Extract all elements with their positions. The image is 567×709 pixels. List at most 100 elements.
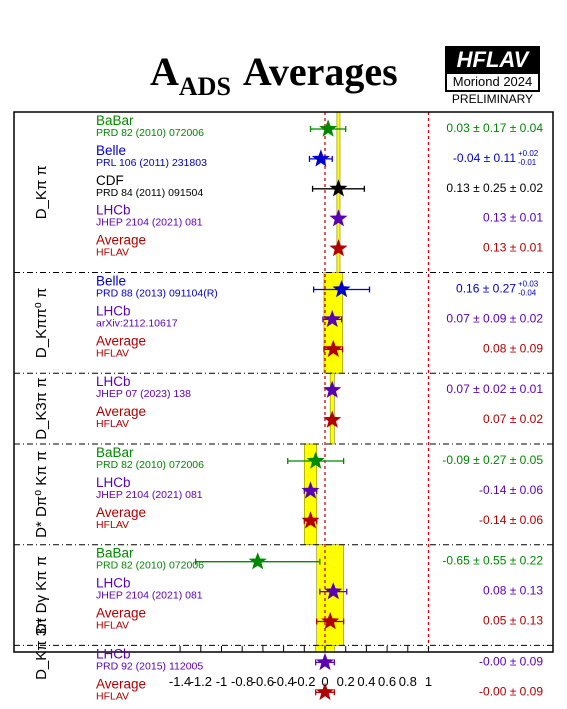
reference-label: HFLAV bbox=[96, 620, 129, 632]
x-tick-label: -0.6 bbox=[252, 674, 274, 689]
data-point-star bbox=[311, 149, 330, 167]
experiment-label: LHCb bbox=[96, 303, 131, 318]
group-label: D_K3π π bbox=[33, 377, 50, 439]
reference-label: PRD 84 (2011) 091504 bbox=[96, 187, 203, 199]
result-sub-error: -0.04 bbox=[518, 289, 537, 298]
data-point-star bbox=[332, 280, 351, 298]
result-sub-error: -0.01 bbox=[518, 158, 537, 167]
data-point-star bbox=[301, 511, 320, 529]
experiment-label: LHCb bbox=[96, 475, 131, 490]
result-value: -0.00 ± 0.09 bbox=[479, 654, 543, 668]
result-value: 0.07 ± 0.02 bbox=[483, 412, 543, 426]
group-label: D_Kπ 3π bbox=[33, 618, 50, 680]
experiment-label: Belle bbox=[96, 274, 126, 289]
experiment-label: Average bbox=[96, 676, 146, 691]
hflav-logo: HFLAV Moriond 2024 PRELIMINARY bbox=[445, 46, 540, 106]
reference-label: JHEP 2104 (2021) 081 bbox=[96, 217, 203, 229]
x-tick-label: -0.2 bbox=[293, 674, 315, 689]
experiment-label: LHCb bbox=[96, 203, 131, 218]
result-value: 0.13 ± 0.01 bbox=[483, 241, 543, 255]
data-point-star bbox=[306, 451, 325, 469]
result-value: 0.13 ± 0.25 ± 0.02 bbox=[446, 181, 543, 195]
experiment-label: Belle bbox=[96, 143, 126, 158]
title-main: A bbox=[150, 49, 179, 94]
result-value: -0.09 ± 0.27 ± 0.05 bbox=[442, 453, 543, 467]
reference-label: HFLAV bbox=[96, 519, 129, 531]
data-point-star bbox=[324, 339, 343, 357]
experiment-label: BaBar bbox=[96, 113, 134, 128]
x-tick-label: -1.2 bbox=[190, 674, 212, 689]
chart-title: AADS Averages bbox=[150, 48, 398, 102]
x-tick-label: 0.6 bbox=[378, 674, 396, 689]
experiment-label: CDF bbox=[96, 173, 124, 188]
result-sup-error: +0.02 bbox=[518, 149, 539, 158]
experiment-label: Average bbox=[96, 233, 146, 248]
experiment-label: LHCb bbox=[96, 646, 131, 661]
average-band bbox=[329, 372, 335, 445]
experiment-label: Average bbox=[96, 505, 146, 520]
logo-status: PRELIMINARY bbox=[451, 92, 534, 106]
x-tick-label: -1 bbox=[216, 674, 228, 689]
result-value: -0.14 ± 0.06 bbox=[479, 483, 543, 497]
reference-label: PRD 82 (2010) 072006 bbox=[96, 459, 204, 471]
experiment-label: LHCb bbox=[96, 576, 131, 591]
result-value: 0.07 ± 0.09 ± 0.02 bbox=[446, 311, 543, 325]
title-subscript: ADS bbox=[178, 72, 231, 101]
reference-label: JHEP 2104 (2021) 081 bbox=[96, 590, 203, 602]
group-label: D_Kπ π bbox=[33, 165, 50, 219]
title-rest: Averages bbox=[242, 49, 398, 94]
experiment-label: Average bbox=[96, 606, 146, 621]
x-tick-label: 0.2 bbox=[337, 674, 355, 689]
reference-label: HFLAV bbox=[96, 690, 129, 702]
reference-label: JHEP 2104 (2021) 081 bbox=[96, 489, 203, 501]
experiment-label: Average bbox=[96, 404, 146, 419]
x-tick-label: -1.4 bbox=[169, 674, 191, 689]
result-value: 0.05 ± 0.13 bbox=[483, 614, 543, 628]
reference-label: arXiv:2112.10617 bbox=[96, 317, 178, 329]
data-point-star bbox=[316, 682, 334, 700]
result-value: 0.13 ± 0.01 bbox=[483, 211, 543, 225]
data-point-star bbox=[329, 179, 348, 197]
group-label: D* Dγ Kπ π bbox=[33, 556, 50, 634]
data-point-star bbox=[323, 309, 342, 328]
reference-label: HFLAV bbox=[96, 418, 129, 430]
reference-label: PRD 88 (2013) 091104(R) bbox=[96, 288, 218, 300]
result-value: -0.65 ± 0.55 ± 0.22 bbox=[442, 554, 543, 568]
data-point-star bbox=[319, 119, 338, 137]
data-point-star bbox=[321, 612, 340, 630]
reference-label: JHEP 07 (2023) 138 bbox=[96, 388, 191, 400]
x-tick-label: 0 bbox=[321, 674, 328, 689]
result-value: 0.08 ± 0.09 bbox=[483, 341, 543, 355]
data-point-star bbox=[323, 410, 342, 428]
data-point-star bbox=[301, 481, 320, 499]
data-point-star bbox=[248, 552, 267, 570]
x-tick-label: 1 bbox=[425, 674, 432, 689]
x-tick-label: -0.4 bbox=[272, 674, 294, 689]
data-point-star bbox=[316, 652, 334, 671]
result-value: 0.16 ± 0.27 bbox=[456, 282, 516, 296]
data-point-star bbox=[329, 209, 348, 227]
data-point-star bbox=[323, 380, 342, 398]
reference-label: PRD 82 (2010) 072006 bbox=[96, 127, 204, 139]
x-tick-label: 0.4 bbox=[357, 674, 375, 689]
data-point-star bbox=[324, 582, 343, 600]
logo-name: HFLAV bbox=[445, 46, 540, 74]
group-label: D_Kππ⁰ π bbox=[33, 288, 50, 358]
result-value: 0.08 ± 0.13 bbox=[483, 584, 543, 598]
reference-label: PRD 92 (2015) 112005 bbox=[96, 660, 203, 672]
logo-conference: Moriond 2024 bbox=[445, 74, 540, 92]
x-tick-label: -0.8 bbox=[231, 674, 253, 689]
result-value: -0.00 ± 0.09 bbox=[479, 684, 543, 698]
result-value: -0.14 ± 0.06 bbox=[479, 513, 543, 527]
experiment-label: LHCb bbox=[96, 374, 131, 389]
result-value: 0.03 ± 0.17 ± 0.04 bbox=[446, 121, 543, 135]
result-value: 0.07 ± 0.02 ± 0.01 bbox=[446, 382, 543, 396]
experiment-label: BaBar bbox=[96, 445, 134, 460]
experiment-label: BaBar bbox=[96, 546, 134, 561]
result-value: -0.04 ± 0.11 bbox=[453, 151, 516, 165]
x-tick-label: 0.8 bbox=[399, 674, 417, 689]
reference-label: PRD 82 (2010) 072006 bbox=[96, 560, 204, 572]
result-sup-error: +0.03 bbox=[518, 280, 539, 289]
reference-label: HFLAV bbox=[96, 247, 129, 259]
reference-label: PRL 106 (2011) 231803 bbox=[96, 157, 207, 169]
